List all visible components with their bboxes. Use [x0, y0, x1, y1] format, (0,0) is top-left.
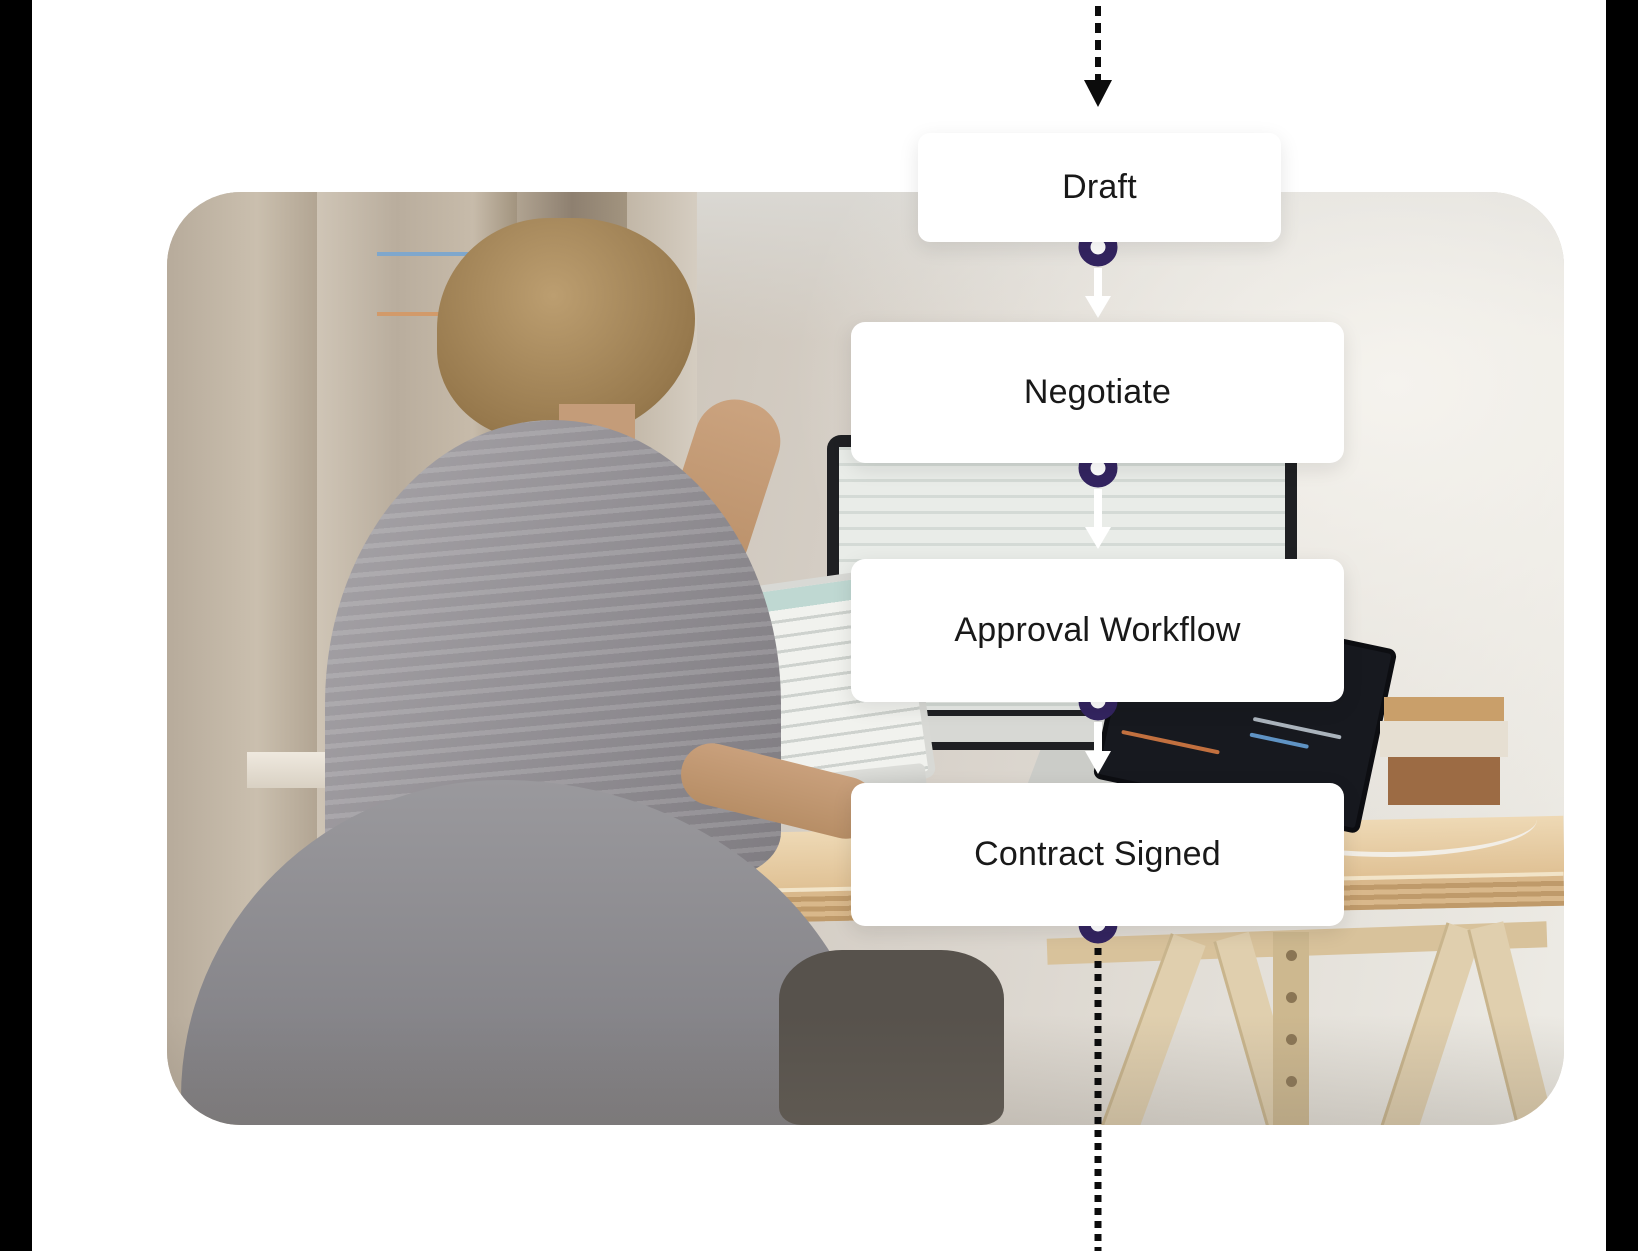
flow-step-negotiate: Negotiate: [851, 322, 1344, 463]
code-line: [1249, 732, 1309, 749]
imac-code-line: [377, 312, 467, 316]
flow-step-label: Contract Signed: [974, 835, 1221, 873]
flow-step-label: Negotiate: [1023, 373, 1172, 411]
post-hole: [1286, 992, 1297, 1003]
post-hole: [1286, 1076, 1297, 1087]
books-stack: [1380, 697, 1510, 827]
right-black-bar: [1606, 0, 1638, 1251]
trestle-post: [1273, 932, 1309, 1125]
left-black-bar: [0, 0, 32, 1251]
dashed-arrow-down-icon: [1084, 6, 1112, 107]
book: [1384, 697, 1504, 721]
imac-code-line: [377, 252, 527, 256]
flow-step-label: Draft: [1062, 168, 1137, 206]
flow-step-label: Approval Workflow: [954, 611, 1241, 649]
person-legs: [779, 950, 1004, 1125]
flow-step-draft: Draft: [918, 133, 1281, 242]
person-hair: [437, 218, 695, 440]
post-hole: [1286, 950, 1297, 961]
code-line: [1121, 729, 1220, 755]
flow-step-approval-workflow: Approval Workflow: [851, 559, 1344, 702]
post-hole: [1286, 1034, 1297, 1045]
white-cable: [1237, 782, 1537, 857]
flow-step-contract-signed: Contract Signed: [851, 783, 1344, 926]
floor-shadow: [167, 1015, 1564, 1125]
box: [1380, 721, 1508, 757]
